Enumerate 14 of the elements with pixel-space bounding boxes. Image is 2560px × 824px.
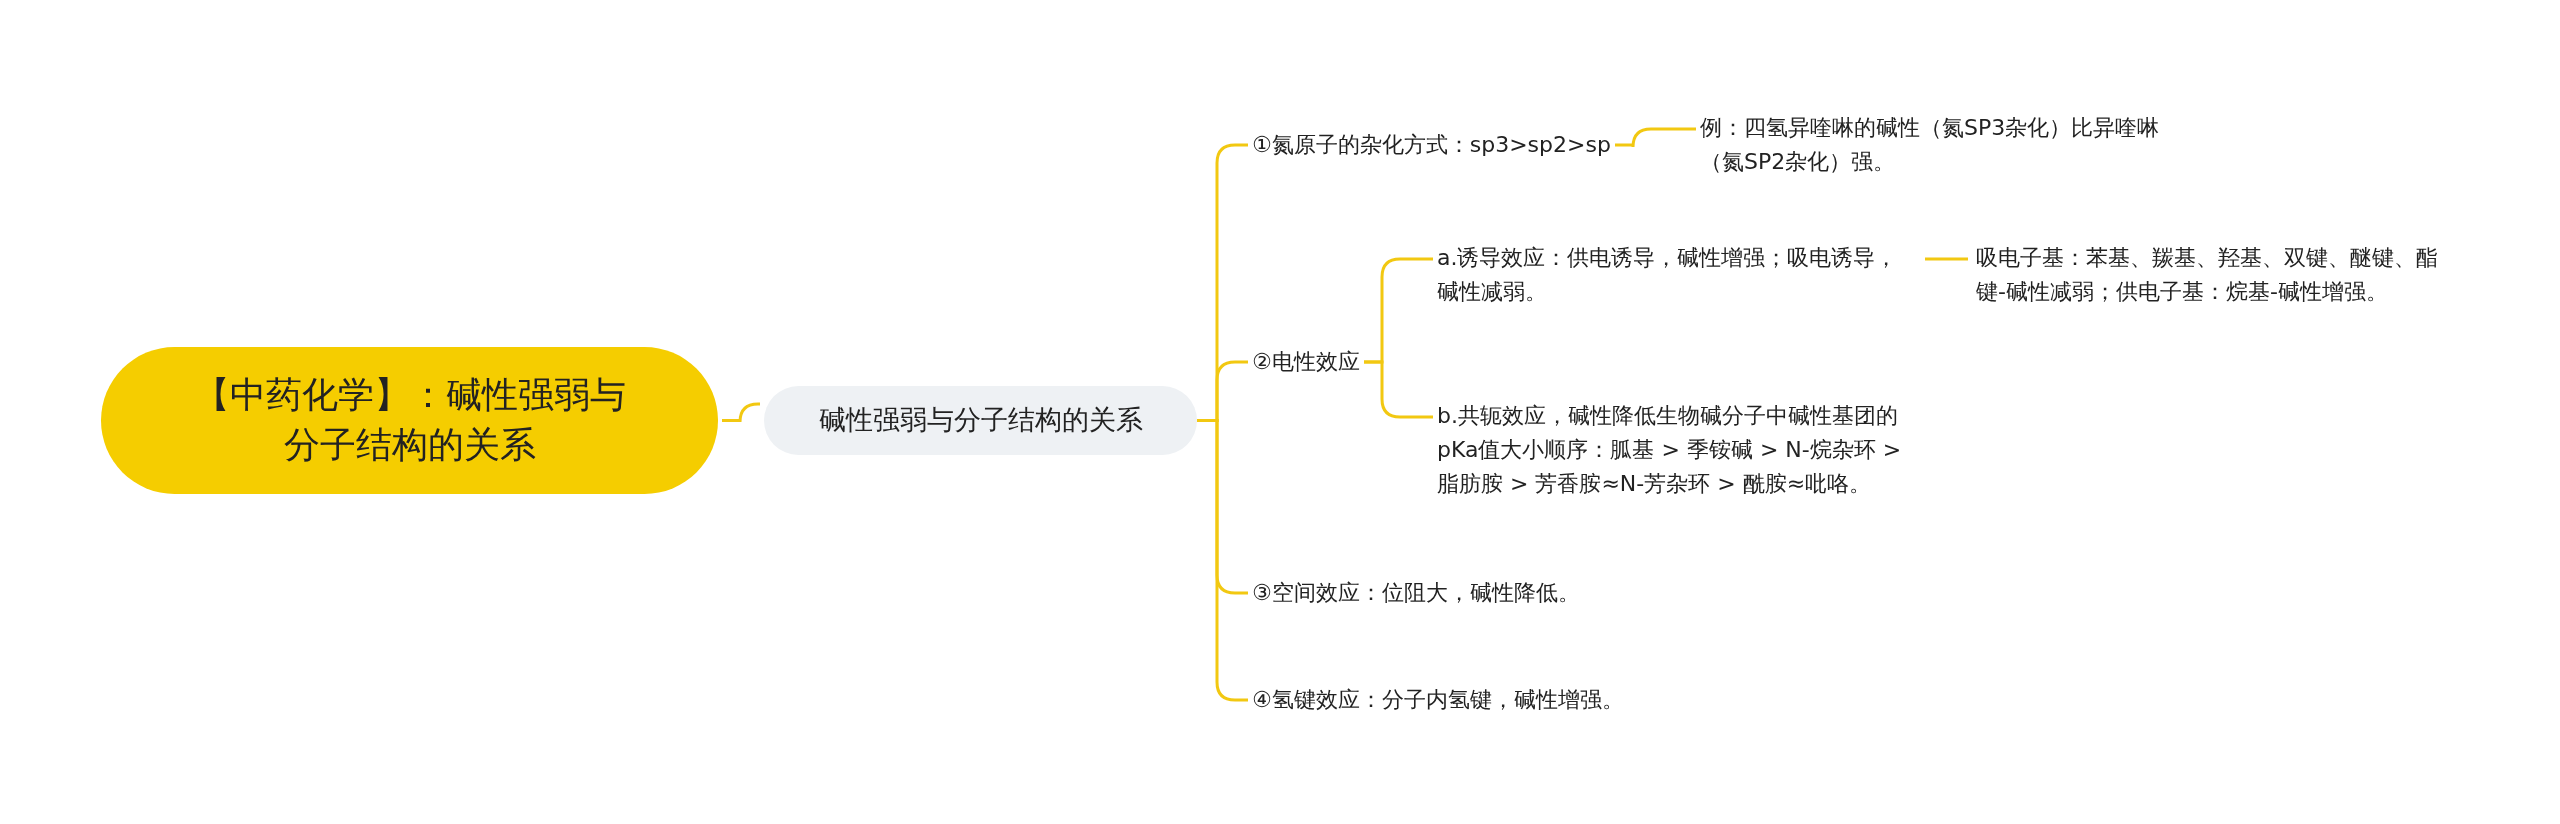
connector-line (1615, 127, 1696, 149)
connector-line (722, 402, 761, 424)
topic-text: ④氢键效应：分子内氢键，碱性增强。 (1252, 683, 1624, 718)
topic-text: 吸电子基：苯基、羰基、羟基、双键、醚键、酯键-碱性减弱；供电子基：烷基-碱性增强。 (1976, 241, 2456, 310)
topic-text: ①氮原子的杂化方式：sp3>sp2>sp (1252, 128, 1611, 163)
connector-line (1925, 257, 1968, 261)
topic-text: a.诱导效应：供电诱导，碱性增强；吸电诱导，碱性减弱。 (1437, 241, 1917, 310)
topic-box: 【中药化学】：碱性强弱与分子结构的关系 (101, 346, 718, 494)
subtopic-box: 碱性强弱与分子结构的关系 (764, 385, 1197, 455)
connector-line (1364, 360, 1433, 419)
topic-text: ②电性效应 (1252, 345, 1360, 380)
topic-text: 例：四氢异喹啉的碱性（氮SP3杂化）比异喹啉（氮SP2杂化）强。 (1700, 111, 2170, 180)
topic-text: ③空间效应：位阻大，碱性降低。 (1252, 576, 1580, 611)
topic-text: b.共轭效应，碱性降低生物碱分子中碱性基团的pKa值大小顺序：胍基 > 季铵碱 > N-烷杂环 > 脂肪胺 > 芳香胺≈N-芳杂环 > 酰胺≈吡咯。 (1437, 399, 1917, 502)
